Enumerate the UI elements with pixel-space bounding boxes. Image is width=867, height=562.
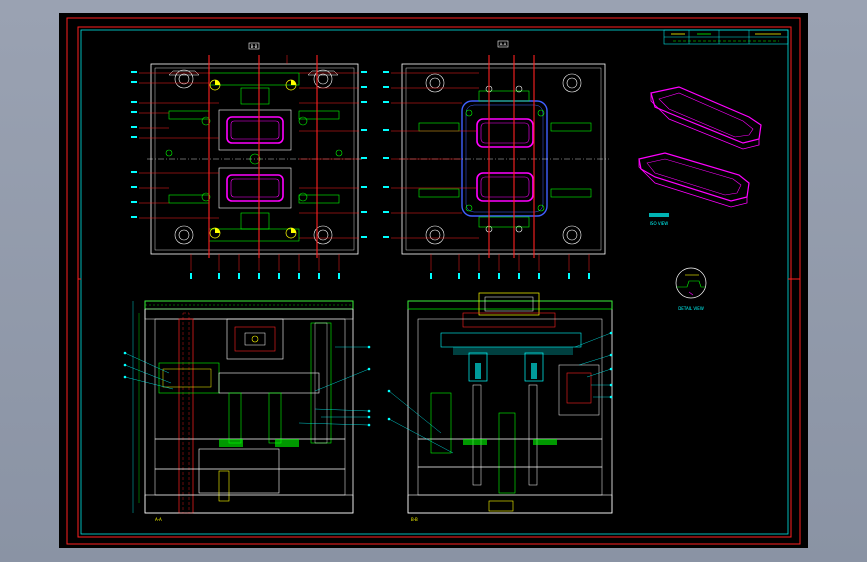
cavity-right-bottom xyxy=(476,172,534,202)
plan-view-right: A-A xyxy=(383,40,609,279)
cavity-right-top xyxy=(476,118,534,148)
title-block xyxy=(663,29,789,45)
section-view-right: B-B xyxy=(387,292,613,522)
drawing-viewport[interactable]: B-B xyxy=(59,13,808,548)
detail-view-label: DETAIL VIEW xyxy=(678,306,704,311)
cad-drawing: B-B xyxy=(66,17,801,545)
cavity-left-bottom xyxy=(226,174,284,202)
plan-view-left: B-B xyxy=(131,42,367,279)
outer-border xyxy=(66,17,801,545)
section-view-left: A-A xyxy=(123,300,371,522)
iso-view: ISO VIEW DETAIL VIEW xyxy=(638,86,762,311)
iso-view-label: ISO VIEW xyxy=(650,221,669,226)
inner-border xyxy=(77,26,792,538)
view-label-top-left: B-B xyxy=(251,44,258,49)
cavity-left-top xyxy=(226,116,284,144)
drawing-frame xyxy=(80,29,789,535)
section-label-right: B-B xyxy=(411,517,418,522)
section-label-left: A-A xyxy=(155,517,162,522)
view-label-top-right: A-A xyxy=(500,42,507,47)
